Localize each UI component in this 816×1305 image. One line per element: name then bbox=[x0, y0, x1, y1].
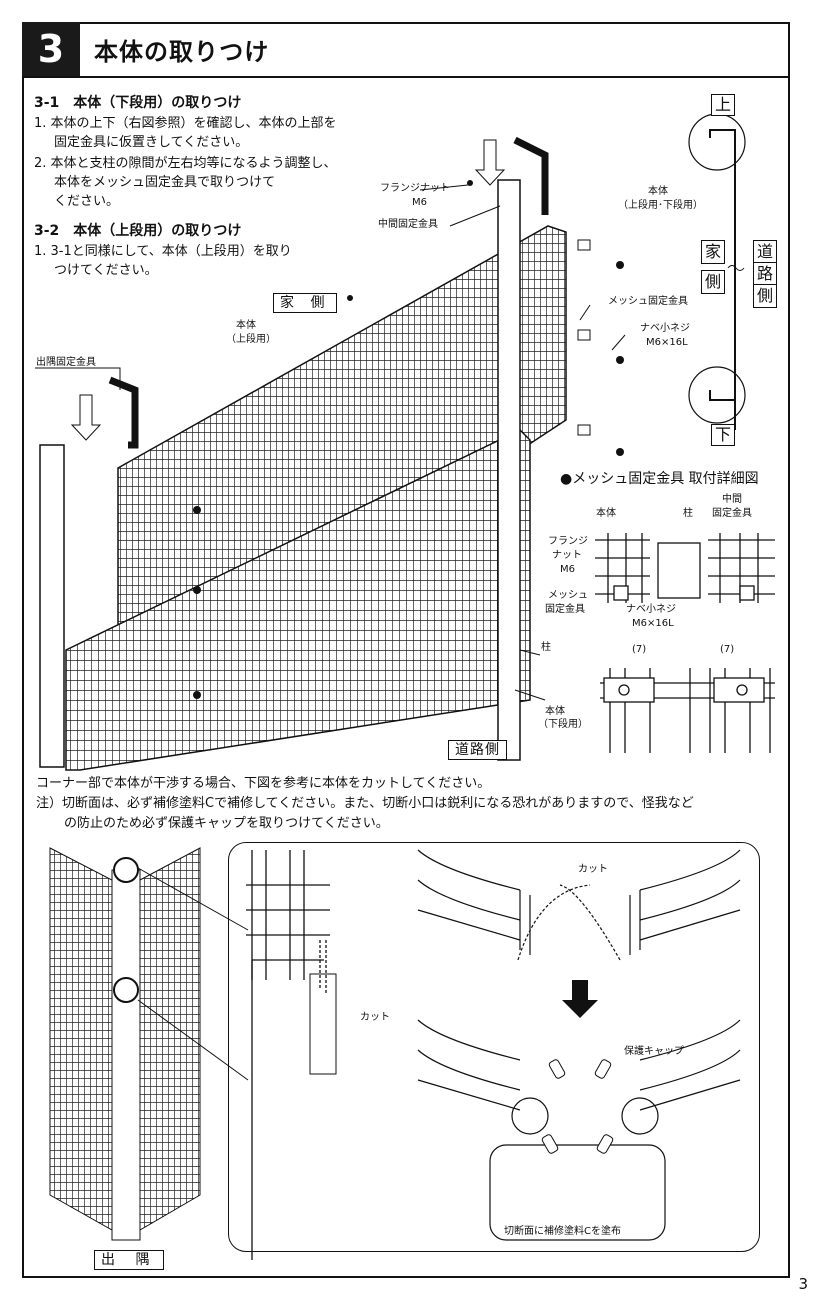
label-corner: 出 隅 bbox=[94, 1250, 165, 1270]
section-header: 3 本体の取りつけ bbox=[22, 22, 790, 78]
label-bottom: 下 bbox=[711, 424, 735, 446]
label-body-lower-sub: （下段用） bbox=[538, 719, 588, 730]
detail-title: ●メッシュ固定金具 取付詳細図 bbox=[560, 471, 759, 487]
section-number: 3 bbox=[22, 22, 80, 76]
side-body-label: 本体 bbox=[648, 186, 668, 197]
label-body-lower: 本体 bbox=[545, 706, 565, 717]
page-frame bbox=[22, 22, 790, 1278]
detail-gap-right: (7) bbox=[720, 644, 735, 655]
label-house-side: 家 側 bbox=[273, 293, 338, 313]
note-line: の防止のため必ず保護キャップを取りつけてください。 bbox=[64, 816, 389, 831]
detail-nut: ナット bbox=[552, 550, 582, 561]
label-m6: M6 bbox=[412, 197, 427, 208]
label-cut-left: カット bbox=[360, 1012, 390, 1023]
step2-line: 1. 3-1と同様にして、本体（上段用）を取り bbox=[34, 244, 292, 259]
detail-mesh2: 固定金具 bbox=[545, 604, 585, 615]
detail-flange: フランジ bbox=[548, 536, 588, 547]
step1-line: 1. 本体の上下（右図参照）を確認し、本体の上部を bbox=[34, 116, 337, 131]
side-road-label-2: 路 bbox=[753, 262, 777, 286]
detail-body: 本体 bbox=[596, 508, 616, 519]
side-house-label-1: 家 bbox=[701, 240, 725, 264]
label-corner-bracket: 出隅固定金具 bbox=[36, 357, 96, 368]
side-body-sub: （上段用･下段用） bbox=[618, 200, 703, 211]
label-flange-nut: フランジナット bbox=[380, 183, 450, 194]
detail-screw: ナベ小ネジ bbox=[626, 604, 676, 615]
step1-line: 本体をメッシュ固定金具で取りつけて bbox=[54, 175, 276, 190]
step1-line: ください。 bbox=[54, 194, 120, 209]
note-line: コーナー部で本体が干渉する場合、下図を参考に本体をカットしてください。 bbox=[36, 776, 491, 791]
step2-heading: 3-2 本体（上段用）の取りつけ bbox=[34, 223, 242, 239]
step2-line: つけてください。 bbox=[54, 263, 158, 278]
label-pan-screw: ナベ小ネジ bbox=[640, 323, 690, 334]
step1-heading: 3-1 本体（下段用）の取りつけ bbox=[34, 95, 242, 111]
label-body-upper: 本体 bbox=[236, 320, 256, 331]
note-line: 注）切断面は、必ず補修塗料Cで補修してください。また、切断小口は鋭利になる恐れが… bbox=[36, 796, 694, 811]
detail-screw-size: M6×16L bbox=[632, 618, 674, 629]
label-apply-paint: 切断面に補修塗料Cを塗布 bbox=[504, 1226, 621, 1237]
fence-illustration bbox=[35, 136, 626, 771]
detail-post: 柱 bbox=[683, 508, 693, 519]
mesh-bracket-detail bbox=[595, 533, 775, 753]
label-middle-bracket: 中間固定金具 bbox=[378, 219, 438, 230]
label-protective-cap: 保護キャップ bbox=[624, 1046, 684, 1057]
label-road-side: 道路側 bbox=[448, 740, 507, 760]
label-body-upper-sub: （上段用） bbox=[226, 334, 276, 345]
detail-middle: 中間 bbox=[722, 494, 742, 505]
page-number: 3 bbox=[798, 1275, 808, 1293]
label-mesh-bracket: メッシュ固定金具 bbox=[608, 296, 688, 307]
label-cut-top: カット bbox=[578, 864, 608, 875]
label-top: 上 bbox=[711, 94, 735, 116]
side-house-label-2: 側 bbox=[701, 270, 725, 294]
section-title: 本体の取りつけ bbox=[94, 38, 270, 66]
side-road-label-1: 道 bbox=[753, 240, 777, 264]
detail-mesh: メッシュ bbox=[548, 590, 588, 601]
step1-line: 2. 本体と支柱の隙間が左右均等になるよう調整し、 bbox=[34, 156, 337, 171]
corner-detail-panel bbox=[228, 842, 760, 1252]
detail-middle2: 固定金具 bbox=[712, 508, 752, 519]
detail-gap-left: (7) bbox=[632, 644, 647, 655]
step1-line: 固定金具に仮置きしてください。 bbox=[54, 135, 249, 150]
label-post: 柱 bbox=[541, 642, 551, 653]
corner-illustration bbox=[49, 847, 741, 1260]
side-road-label-3: 側 bbox=[753, 284, 777, 308]
detail-m6: M6 bbox=[560, 564, 575, 575]
label-pan-screw-size: M6×16L bbox=[646, 337, 688, 348]
